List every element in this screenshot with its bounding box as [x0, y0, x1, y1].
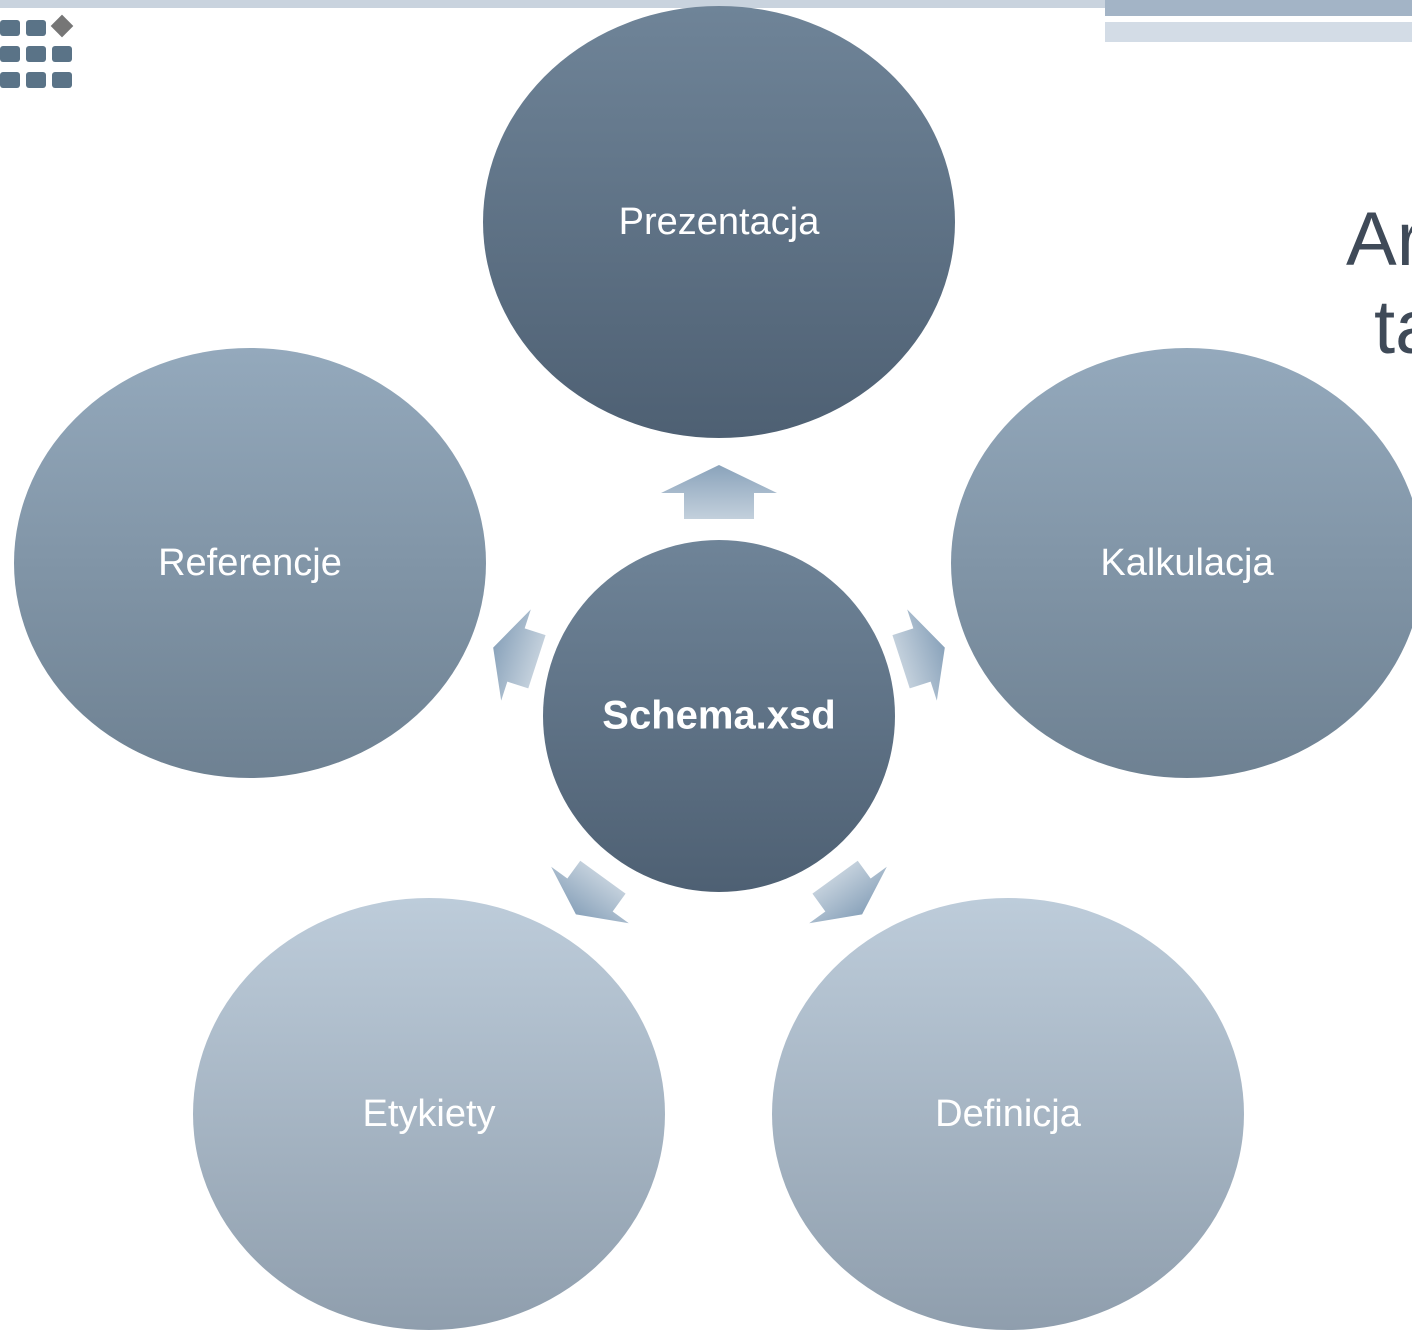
top-bar	[0, 0, 1412, 8]
node-definicja: Definicja	[772, 898, 1244, 1330]
node-referencje: Referencje	[14, 348, 486, 778]
node-kalkulacja: Kalkulacja	[951, 348, 1412, 778]
arrow-to-referencje	[493, 609, 546, 701]
slide-title: Ar ta	[1346, 108, 1412, 460]
node-kalkulacja-label: Kalkulacja	[1100, 542, 1274, 584]
center-node: Schema.xsd	[543, 540, 895, 892]
node-etykiety-label: Etykiety	[362, 1093, 495, 1135]
arrow-to-prezentacja	[661, 465, 777, 519]
arrow-to-etykiety	[551, 860, 629, 924]
corner-bar-dark	[1105, 0, 1412, 16]
arrow-to-kalkulacja	[892, 609, 945, 701]
node-etykiety: Etykiety	[193, 898, 665, 1330]
node-prezentacja: Prezentacja	[483, 6, 955, 438]
node-prezentacja-label: Prezentacja	[619, 201, 821, 243]
slide-title-line-1: Ar	[1346, 197, 1412, 282]
node-definicja-label: Definicja	[935, 1093, 1082, 1135]
corner-bar-light	[1105, 22, 1412, 42]
center-node-label: Schema.xsd	[602, 694, 835, 738]
arrow-to-definicja	[809, 860, 887, 924]
node-referencje-label: Referencje	[158, 542, 342, 584]
slide-title-line-2: ta	[1374, 285, 1412, 370]
grid-logo-icon	[0, 14, 74, 88]
